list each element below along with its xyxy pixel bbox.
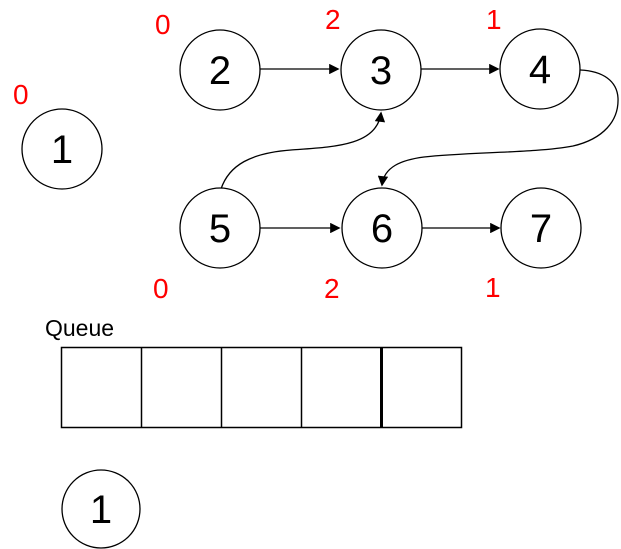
node-label-4: 4 [529, 48, 551, 92]
node-circle-1 [21, 108, 103, 190]
indegree-label-node-1: 0 [13, 79, 29, 110]
node-label-3: 3 [370, 49, 392, 93]
indegree-label-node-4: 1 [486, 4, 502, 35]
dequeued-node-circle [61, 469, 141, 549]
graph-edges [220, 63, 619, 234]
node-circle-6 [341, 187, 423, 269]
indegree-label-node-7: 1 [485, 272, 501, 303]
indegree-label-node-5: 0 [153, 273, 169, 304]
node-circle-3 [340, 29, 422, 111]
node-circle-2 [179, 29, 261, 111]
node-circle-5 [179, 187, 261, 269]
queue-title: Queue [45, 315, 114, 341]
dequeued-node: 1 [61, 469, 141, 549]
graph-node-5: 5 [179, 187, 261, 269]
node-circle-7 [500, 187, 582, 269]
edge-4-6 [377, 69, 619, 187]
graph-node-2: 2 [179, 29, 261, 111]
node-circle-4 [499, 28, 581, 110]
node-label-7: 7 [530, 207, 552, 251]
indegree-label-node-3: 2 [325, 4, 341, 35]
graph-node-7: 7 [500, 187, 582, 269]
indegree-label-node-2: 0 [155, 9, 171, 40]
indegree-label-node-6: 2 [324, 273, 340, 304]
node-label-5: 5 [209, 207, 231, 251]
graph-nodes: 1 2 3 4 5 6 7 [21, 28, 582, 269]
queue-section: Queue [45, 315, 463, 429]
dequeued-node-label: 1 [90, 488, 112, 532]
edge-5-3 [220, 111, 386, 190]
node-label-1: 1 [51, 128, 73, 172]
node-label-2: 2 [209, 49, 231, 93]
graph-node-4: 4 [499, 28, 581, 110]
node-label-6: 6 [371, 207, 393, 251]
queue-outline [60, 346, 463, 429]
indegree-labels: 0 0 2 1 0 2 1 [13, 4, 502, 304]
graph-node-3: 3 [340, 29, 422, 111]
graph-node-1: 1 [21, 108, 103, 190]
graph-node-6: 6 [341, 187, 423, 269]
